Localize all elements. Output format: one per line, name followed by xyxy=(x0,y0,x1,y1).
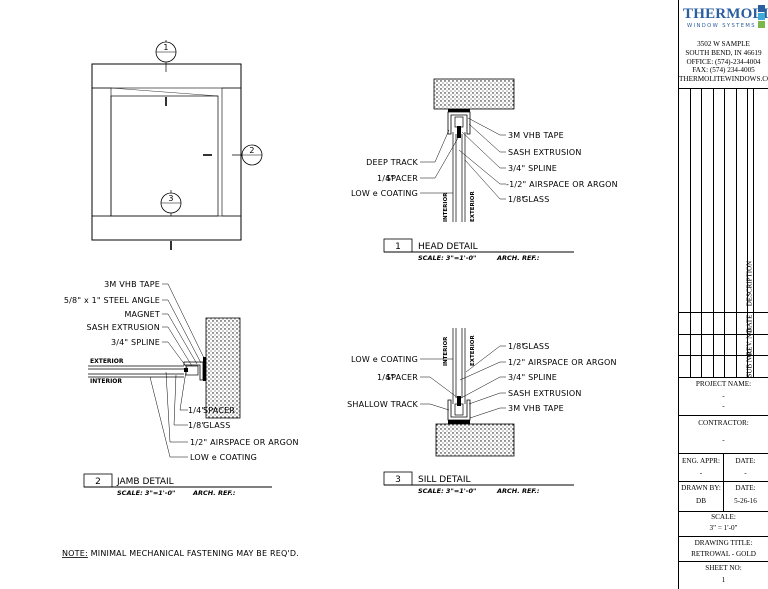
head-callout-sash: SASH EXTRUSION xyxy=(508,148,582,157)
head-interior-label: INTERIOR xyxy=(443,192,449,222)
logo-square-green xyxy=(758,21,765,28)
project-name-value: - xyxy=(722,392,725,400)
jamb-detail-number: 2 xyxy=(95,477,101,487)
window-elevation: 1 2 3 xyxy=(91,40,263,250)
logo-wordmark: THERMOLITE xyxy=(683,6,768,22)
head-detail-scale: SCALE: 3"=1'-0" xyxy=(418,254,476,262)
address-city: SOUTH BEND, IN 46619 xyxy=(685,48,762,57)
jamb-fraction-glass: 1/8" xyxy=(188,421,205,430)
address-street: 3502 W SAMPLE xyxy=(697,40,750,48)
date2-value: 5-26-16 xyxy=(734,497,757,505)
date1-value: - xyxy=(744,469,747,477)
sill-callout-spline: 3/4" SPLINE xyxy=(508,373,557,382)
address-website: THERMOLITEWINDOWS.COM xyxy=(679,75,768,84)
jamb-callout-lowe: LOW e COATING xyxy=(190,453,257,462)
project-name-value-2: - xyxy=(722,402,725,410)
eng-appr-value: - xyxy=(699,469,703,477)
jamb-callout-glass: GLASS xyxy=(203,421,230,430)
sill-callout-airspace: 1/2" AIRSPACE OR ARGON xyxy=(508,358,617,367)
sill-detail-number: 3 xyxy=(395,475,401,485)
sill-callout-shallowtrack: SHALLOW TRACK xyxy=(347,400,418,409)
elevation-marker-1: 1 xyxy=(163,43,168,52)
jamb-callout-airspace: 1/2" AIRSPACE OR ARGON xyxy=(190,438,299,447)
head-callout-deeptrack: DEEP TRACK xyxy=(366,158,418,167)
head-detail-number: 1 xyxy=(395,242,401,252)
sill-callout-lowe: LOW e COATING xyxy=(351,355,418,364)
sill-callout-spacer: SPACER xyxy=(386,373,418,382)
head-detail: INTERIOR EXTERIOR 3M VHB TAPE SASH EXTRU… xyxy=(351,78,618,262)
company-address: 3502 W SAMPLE SOUTH BEND, IN 46619 OFFIC… xyxy=(679,40,768,84)
drawn-by-value: DB xyxy=(696,497,706,505)
head-callout-lowe: LOW e COATING xyxy=(351,189,418,198)
jamb-callout-spacer: SPACER xyxy=(203,406,235,415)
sill-callout-vhb: 3M VHB TAPE xyxy=(508,404,564,413)
head-callout-spline: 3/4" SPLINE xyxy=(508,164,557,173)
jamb-detail: EXTERIOR INTERIOR 3M VHB TAPE 5/8" x 1" … xyxy=(64,280,299,497)
head-callout-spacer: SPACER xyxy=(386,174,418,183)
project-name-label: PROJECT NAME: xyxy=(695,380,752,388)
drawing-area: 1 2 3 INTERIOR EXTERIOR 3M VHB TAPE SASH xyxy=(62,40,618,558)
scale-label: SCALE: xyxy=(711,513,736,521)
date1-label: DATE: xyxy=(735,457,756,465)
general-note: NOTE: MINIMAL MECHANICAL FASTENING MAY B… xyxy=(62,549,299,558)
jamb-fraction-spacer: 1/4" xyxy=(188,406,205,415)
contractor-value: - xyxy=(722,436,725,444)
title-block: THERMOLITE WINDOW SYSTEMS 3502 W SAMPLE … xyxy=(678,0,768,589)
logo-square-cyan xyxy=(758,13,765,20)
sheet-no-label: SHEET NO: xyxy=(705,564,742,572)
sill-detail-scale: SCALE: 3"=1'-0" xyxy=(418,487,476,495)
sill-interior-label: INTERIOR xyxy=(443,336,449,366)
jamb-detail-ref: ARCH. REF.: xyxy=(192,489,236,497)
sill-callout-glass: GLASS xyxy=(522,342,549,351)
rev-header-description: DESCRIPTION xyxy=(745,260,754,307)
jamb-callout-vhb: 3M VHB TAPE xyxy=(104,280,160,289)
head-callout-glass: GLASS xyxy=(522,195,549,204)
sill-fraction-glass: 1/8" xyxy=(508,342,525,351)
head-exterior-label: EXTERIOR xyxy=(470,191,476,222)
sill-exterior-label: EXTERIOR xyxy=(470,335,476,366)
jamb-callout-magnet: MAGNET xyxy=(124,310,160,319)
logo-subtitle: WINDOW SYSTEMS xyxy=(687,23,756,29)
sill-callout-sash: SASH EXTRUSION xyxy=(508,389,582,398)
scale-value: 3" = 1'-0" xyxy=(709,524,738,532)
sill-detail: INTERIOR EXTERIOR 1/8" GLASS 1/2" AIRSPA… xyxy=(347,328,617,495)
sill-detail-title: SILL DETAIL xyxy=(418,475,471,485)
jamb-interior-label: INTERIOR xyxy=(90,378,122,385)
elevation-marker-3: 3 xyxy=(168,194,173,203)
sheet-no-value: 1 xyxy=(721,576,726,584)
rev-header-sub: SUB NO. xyxy=(745,350,754,378)
contractor-label: CONTRACTOR: xyxy=(698,419,749,427)
sill-fraction-spacer: 1/4" xyxy=(377,373,394,382)
drawing-title-label: DRAWING TITLE: xyxy=(694,539,753,547)
jamb-detail-scale: SCALE: 3"=1'-0" xyxy=(117,489,175,497)
head-fraction-glass: 1/8" xyxy=(508,195,525,204)
address-fax: FAX: (574) 234-4005 xyxy=(692,66,755,75)
date2-label: DATE: xyxy=(735,484,756,492)
jamb-exterior-label: EXTERIOR xyxy=(90,358,124,365)
eng-appr-label: ENG. APPR: xyxy=(682,457,720,465)
drawn-by-label: DRAWN BY: xyxy=(681,484,721,492)
address-office: OFFICE: (574)-234-4004 xyxy=(686,57,761,66)
note-label: NOTE: xyxy=(62,549,88,558)
drawing-title-value: RETROWAL - GOLD xyxy=(691,550,756,558)
elevation-marker-2: 2 xyxy=(249,146,254,155)
jamb-detail-title: JAMB DETAIL xyxy=(116,477,174,487)
head-detail-title: HEAD DETAIL xyxy=(418,242,478,252)
sill-detail-ref: ARCH. REF.: xyxy=(496,487,540,495)
company-logo: THERMOLITE WINDOW SYSTEMS xyxy=(679,0,768,38)
jamb-callout-angle: 5/8" x 1" STEEL ANGLE xyxy=(64,296,160,305)
head-fraction-spacer: 1/4" xyxy=(377,174,394,183)
svg-text:NOTE: MINIMAL MECHANICAL FASTE: NOTE: MINIMAL MECHANICAL FASTENING MAY B… xyxy=(62,549,299,558)
head-callout-vhb: 3M VHB TAPE xyxy=(508,131,564,140)
jamb-callout-spline: 3/4" SPLINE xyxy=(111,338,160,347)
note-text: MINIMAL MECHANICAL FASTENING MAY BE REQ'… xyxy=(88,549,299,558)
head-detail-ref: ARCH. REF.: xyxy=(496,254,540,262)
head-callout-airspace: -1/2" AIRSPACE OR ARGON xyxy=(506,180,618,189)
logo-square-blue xyxy=(758,5,765,12)
jamb-callout-sash: SASH EXTRUSION xyxy=(86,323,160,332)
